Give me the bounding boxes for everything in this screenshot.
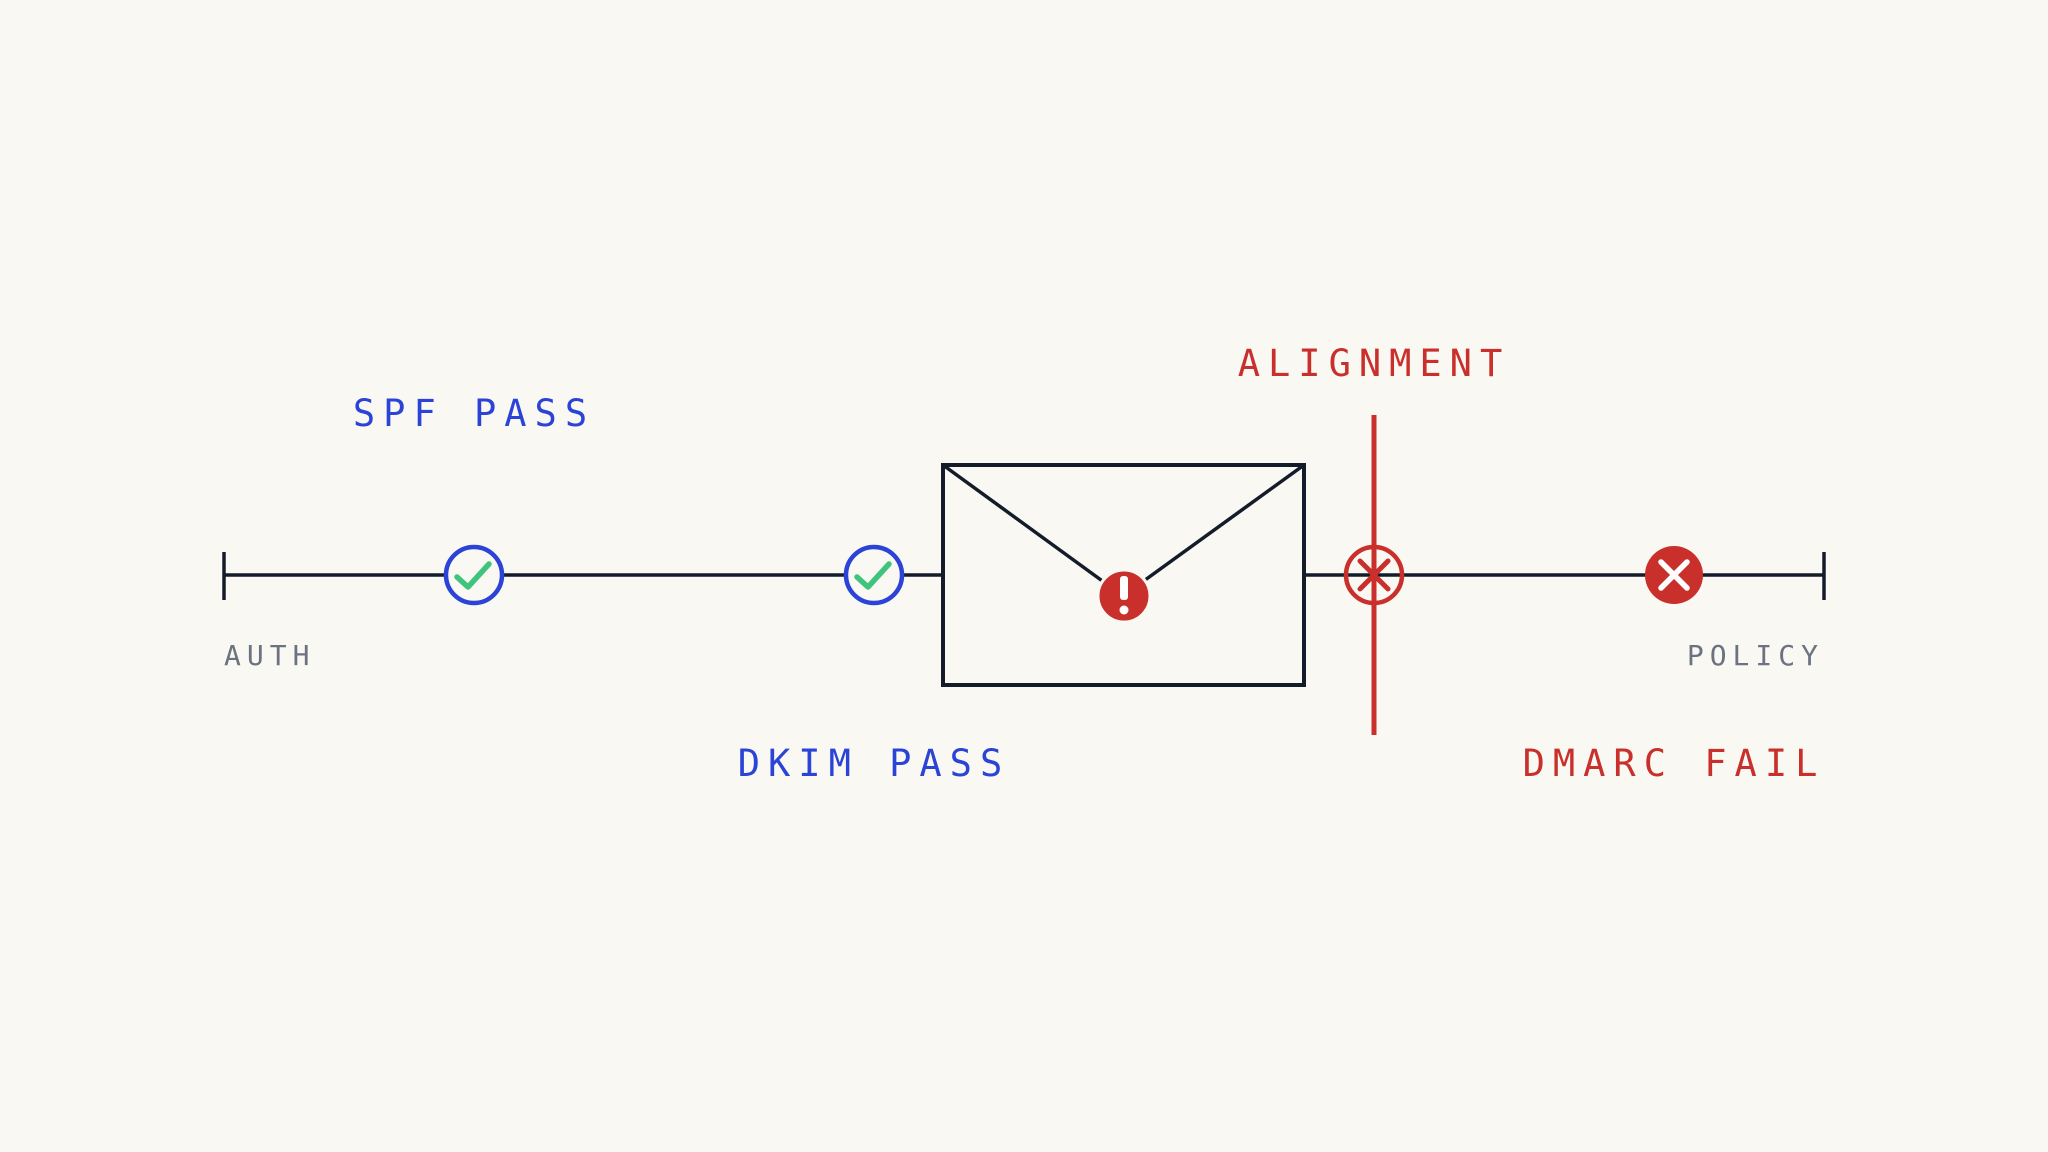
envelope-body <box>941 463 1306 687</box>
alignment-node <box>1343 415 1405 735</box>
spf-label: SPF PASS <box>353 392 595 435</box>
dkim-node-ring <box>843 544 905 606</box>
auth-label: AUTH <box>224 639 315 672</box>
envelope-icon <box>941 463 1306 687</box>
dkim-label: DKIM PASS <box>738 742 1010 785</box>
spf-node <box>443 544 505 606</box>
x-circle-outline-icon <box>1343 544 1405 606</box>
dmarc-node <box>1645 546 1703 604</box>
dkim-node <box>843 544 905 606</box>
alignment-label: ALIGNMENT <box>1238 342 1510 385</box>
flow-track <box>222 552 1826 600</box>
policy-label: POLICY <box>1687 639 1824 672</box>
spf-node-ring <box>443 544 505 606</box>
check-icon <box>454 561 492 590</box>
dmarc-label: DMARC FAIL <box>1523 742 1826 785</box>
exclamation-icon <box>1096 568 1152 624</box>
check-icon <box>854 561 892 590</box>
